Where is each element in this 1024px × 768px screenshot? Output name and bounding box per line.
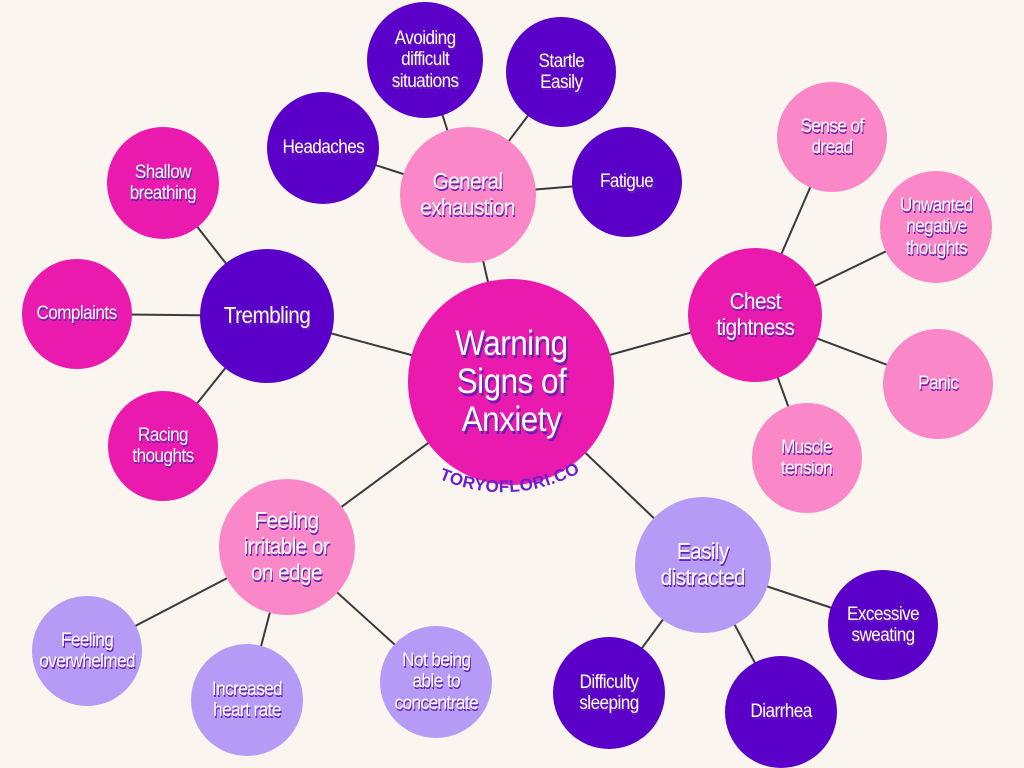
node-label: Trembling (223, 302, 311, 329)
node-label: Muscle tension (781, 436, 833, 479)
central-topic-title: Warning Signs of Anxiety (454, 324, 568, 439)
node-unwanted: Unwanted negative thoughts (880, 171, 992, 283)
node-trembling: Trembling (200, 249, 334, 383)
node-diarrhea: Diarrhea (725, 656, 837, 768)
node-label: General exhaustion (420, 168, 516, 220)
svg-text:STORYOFLORI.COM: STORYOFLORI.COM (0, 0, 583, 496)
node-label: Feeling irritable or on edge (244, 507, 330, 585)
node-label: Diarrhea (750, 701, 812, 723)
node-complaints: Complaints (22, 259, 132, 369)
node-dread: Sense of dread (777, 82, 887, 192)
watermark-text: STORYOFLORI.COM (0, 0, 582, 496)
node-heart: Increased heart rate (191, 644, 303, 756)
node-label: Difficulty sleeping (579, 671, 639, 714)
node-label: Racing thoughts (132, 424, 194, 467)
node-label: Headaches (282, 137, 364, 159)
central-topic-node: Warning Signs of Anxiety (408, 279, 614, 485)
node-distracted: Easily distracted (635, 497, 771, 633)
node-irritable: Feeling irritable or on edge (219, 479, 355, 615)
node-label: Feeling overwhelmed (39, 629, 135, 672)
node-avoiding: Avoiding difficult situations (367, 2, 483, 118)
node-shallow: Shallow breathing (107, 127, 219, 239)
node-fatigue: Fatigue (572, 127, 682, 237)
node-label: Excessive sweating (846, 603, 920, 646)
node-label: Sense of dread (800, 115, 864, 158)
node-general: General exhaustion (400, 127, 536, 263)
node-sweating: Excessive sweating (828, 570, 938, 680)
node-concentrate: Not being able to concentrate (380, 626, 492, 738)
node-sleeping: Difficulty sleeping (553, 637, 665, 749)
node-label: Panic (917, 373, 959, 395)
node-startle: Startle Easily (506, 17, 616, 127)
node-chest: Chest tightness (688, 248, 822, 382)
node-label: Unwanted negative thoughts (899, 195, 973, 259)
node-racing: Racing thoughts (108, 391, 218, 501)
node-muscle: Muscle tension (752, 403, 862, 513)
node-label: Startle Easily (538, 50, 584, 93)
node-label: Chest tightness (716, 288, 795, 340)
node-label: Not being able to concentrate (394, 650, 478, 714)
node-label: Fatigue (600, 171, 654, 193)
node-panic: Panic (883, 329, 993, 439)
node-headaches: Headaches (267, 92, 379, 204)
node-overwhelmed: Feeling overwhelmed (32, 596, 142, 706)
node-label: Avoiding difficult situations (391, 28, 459, 92)
node-label: Shallow breathing (129, 161, 197, 204)
node-label: Easily distracted (660, 538, 746, 590)
node-label: Complaints (36, 303, 118, 325)
node-label: Increased heart rate (211, 678, 283, 721)
